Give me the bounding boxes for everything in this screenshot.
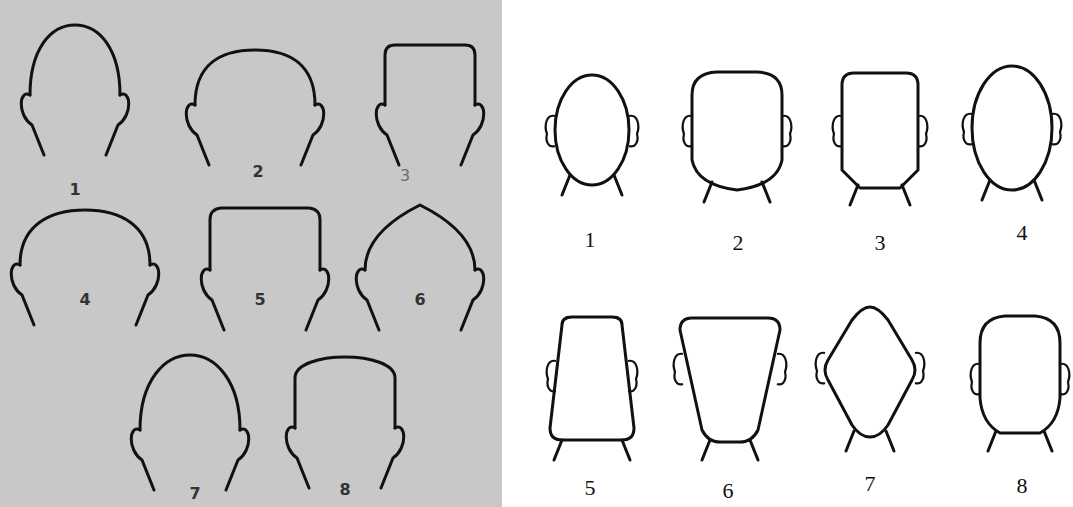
callout-number: 3 — [400, 168, 410, 184]
callout-number: 4 — [79, 292, 90, 308]
callout-number: 1 — [585, 229, 596, 251]
callout-number: 2 — [252, 164, 263, 180]
callout-number: 5 — [585, 477, 596, 499]
callout-number: 6 — [414, 292, 425, 308]
callout-number: 6 — [723, 480, 734, 502]
callout-number: 8 — [1017, 475, 1028, 497]
callout-number: 3 — [875, 232, 886, 254]
grey-panel — [0, 0, 502, 507]
callout-number: 8 — [339, 482, 350, 498]
callout-number: 5 — [254, 292, 265, 308]
callout-number: 1 — [69, 182, 80, 198]
callout-number: 7 — [189, 486, 200, 502]
callout-number: 2 — [733, 232, 744, 254]
callout-number: 4 — [1017, 222, 1028, 244]
callout-number: 7 — [865, 473, 876, 495]
